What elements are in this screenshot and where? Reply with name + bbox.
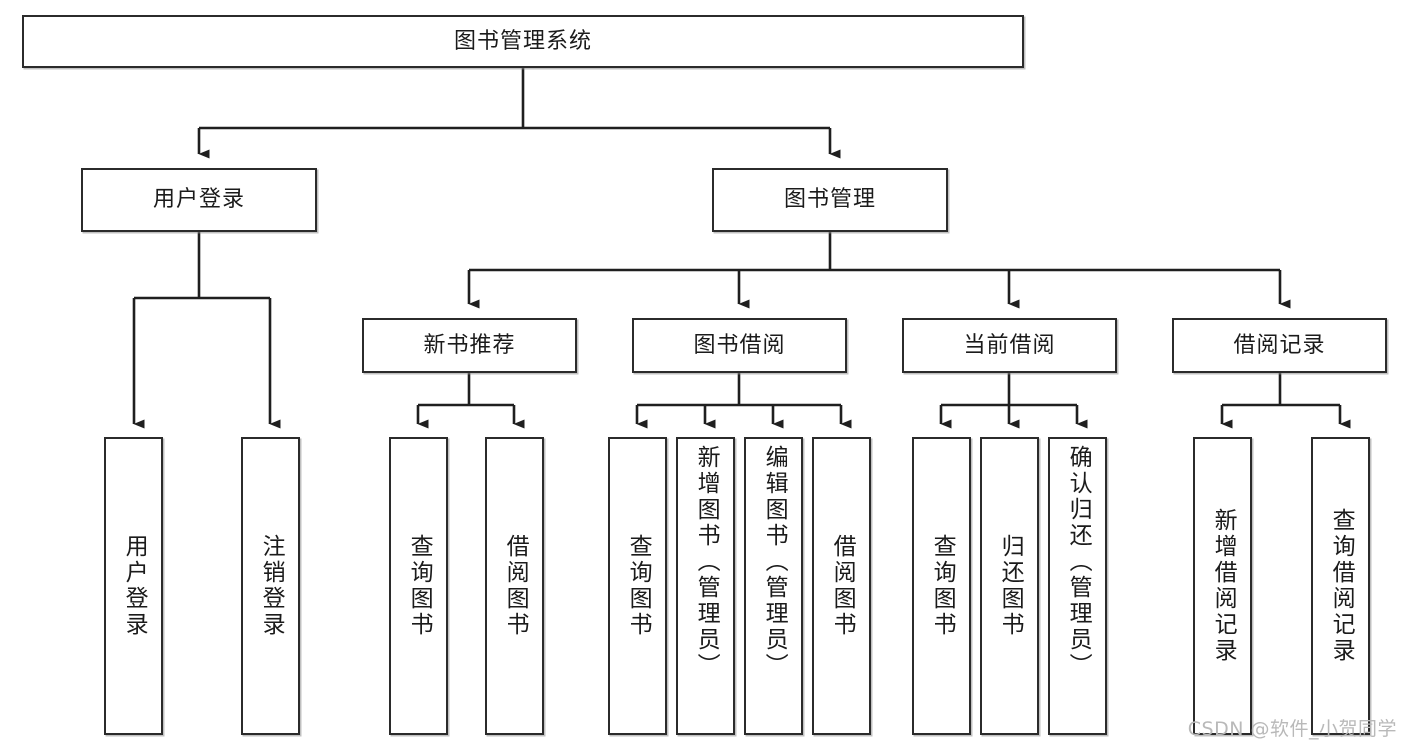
- leaf-book-borrow-edit-book-admin[interactable]: 编辑图书（管理员）: [744, 437, 803, 735]
- node-user-login[interactable]: 用户登录: [81, 168, 317, 232]
- node-book-management[interactable]: 图书管理: [712, 168, 948, 232]
- node-label: 借阅记录: [1233, 332, 1326, 358]
- node-label: 确认归还（管理员）: [1065, 445, 1092, 679]
- csdn-watermark: CSDN @软件_小贺同学: [1187, 718, 1397, 740]
- leaf-new-book-borrow-book[interactable]: 借阅图书: [485, 437, 544, 735]
- node-label: 查询图书: [625, 534, 652, 638]
- node-label: 用户登录: [121, 534, 148, 638]
- node-label: 编辑图书（管理员）: [761, 445, 788, 679]
- node-label: 借阅图书: [829, 534, 856, 638]
- leaf-book-borrow-add-book-admin[interactable]: 新增图书（管理员）: [676, 437, 735, 735]
- node-label: 图书借阅: [693, 332, 786, 358]
- node-label: 查询图书: [929, 534, 956, 638]
- leaf-user-login-logout[interactable]: 注销登录: [241, 437, 300, 735]
- leaf-current-borrow-return-book[interactable]: 归还图书: [980, 437, 1039, 735]
- node-root-book-management-system[interactable]: 图书管理系统: [22, 15, 1024, 68]
- node-label: 新增图书（管理员）: [693, 445, 720, 679]
- leaf-new-book-query-book[interactable]: 查询图书: [389, 437, 448, 735]
- node-label: 新增借阅记录: [1210, 508, 1237, 664]
- node-label: 当前借阅: [963, 332, 1056, 358]
- node-book-borrow[interactable]: 图书借阅: [632, 318, 847, 373]
- leaf-current-borrow-query-book[interactable]: 查询图书: [912, 437, 971, 735]
- node-label: 新书推荐: [423, 332, 516, 358]
- leaf-borrow-record-query-record[interactable]: 查询借阅记录: [1311, 437, 1370, 735]
- node-label: 注销登录: [258, 534, 285, 638]
- node-label: 用户登录: [152, 187, 245, 213]
- leaf-current-borrow-confirm-return-admin[interactable]: 确认归还（管理员）: [1048, 437, 1107, 735]
- leaf-user-login-login[interactable]: 用户登录: [104, 437, 163, 735]
- leaf-borrow-record-add-record[interactable]: 新增借阅记录: [1193, 437, 1252, 735]
- node-label: 图书管理: [783, 187, 876, 213]
- node-label: 图书管理系统: [453, 28, 592, 54]
- node-label: 查询借阅记录: [1328, 508, 1355, 664]
- leaf-book-borrow-borrow-book[interactable]: 借阅图书: [812, 437, 871, 735]
- node-new-book-recommend[interactable]: 新书推荐: [362, 318, 577, 373]
- node-current-borrow[interactable]: 当前借阅: [902, 318, 1117, 373]
- node-label: 查询图书: [406, 534, 433, 638]
- node-label: 归还图书: [997, 534, 1024, 638]
- node-borrow-record[interactable]: 借阅记录: [1172, 318, 1387, 373]
- leaf-book-borrow-query-book[interactable]: 查询图书: [608, 437, 667, 735]
- node-label: 借阅图书: [502, 534, 529, 638]
